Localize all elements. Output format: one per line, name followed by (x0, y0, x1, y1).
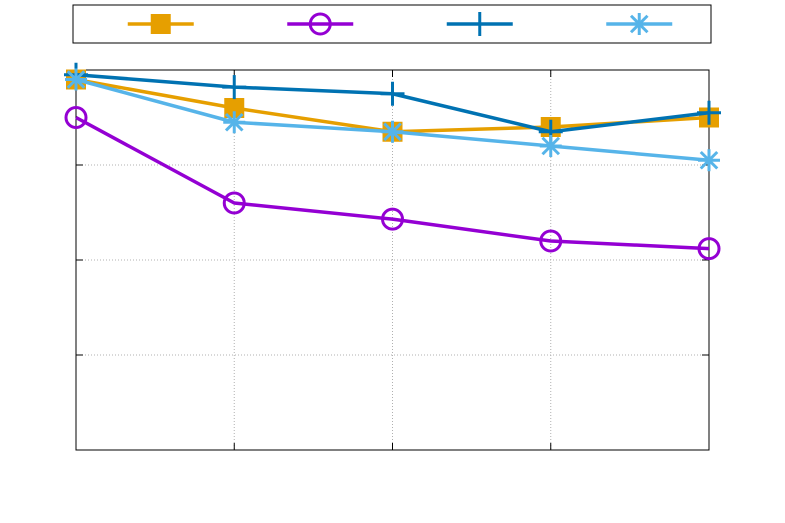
legend-entry-s1 (127, 14, 194, 34)
series-s4 (65, 68, 720, 172)
series-line-s2 (75, 115, 710, 251)
data-point-s2-4 (539, 229, 563, 253)
series-s2 (64, 106, 721, 261)
legend-marker-s1 (150, 14, 171, 34)
data-point-s2-2 (222, 191, 246, 215)
legend-marker-s3 (467, 12, 492, 36)
data-point-s2-5 (697, 237, 721, 261)
legend (72, 4, 712, 44)
data-point-s4-5 (698, 149, 720, 172)
data-point-s2-1 (64, 106, 88, 129)
legend-marker-s2 (308, 12, 332, 36)
legend-entry-s2 (287, 12, 354, 36)
series-layer (64, 62, 721, 261)
data-point-s2-3 (381, 207, 404, 231)
data-point-s4-1 (65, 68, 87, 91)
data-point-s3-3 (380, 81, 405, 106)
legend-entry-s3 (446, 12, 513, 36)
data-point-s4-4 (539, 135, 562, 157)
data-point-s3-5 (697, 100, 721, 125)
data-point-s4-3 (381, 120, 404, 143)
legend-marker-s4 (628, 13, 651, 35)
data-point-s3-2 (222, 75, 247, 100)
data-point-s1-2 (224, 98, 245, 118)
legend-entry-s4 (606, 13, 673, 35)
data-point-s4-2 (223, 111, 246, 134)
